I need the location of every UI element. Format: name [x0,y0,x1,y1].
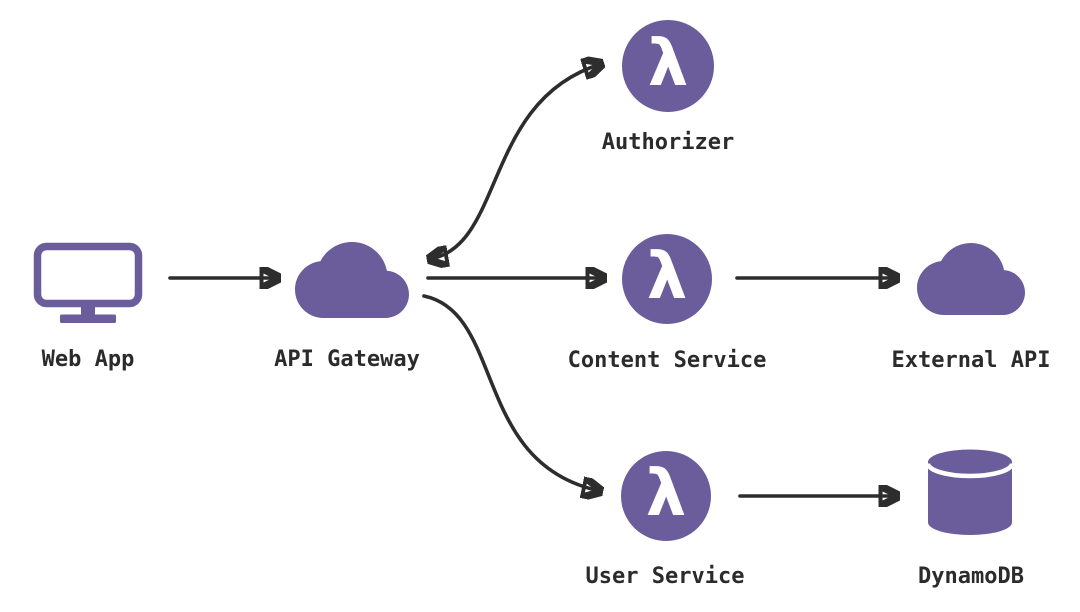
label-web-app: Web App [41,347,135,372]
database-cylinder-icon [925,449,1015,535]
node-api-gateway [295,242,409,322]
node-user-service: λ [621,451,711,541]
edge-apigateway-to-userservice [422,294,600,491]
node-dynamodb [925,449,1015,540]
lambda-icon: λ [646,240,688,314]
cloud-icon [917,243,1025,315]
node-external-api [917,243,1025,319]
edge-apigateway-authorizer-bidirectional [430,64,601,259]
cloud-icon [295,242,409,318]
label-content-service: Content Service [567,348,767,373]
node-web-app [33,242,143,328]
node-authorizer: λ [622,20,714,112]
label-authorizer: Authorizer [601,130,735,155]
lambda-icon: λ [645,457,687,531]
label-dynamodb: DynamoDB [918,564,1024,589]
monitor-icon [33,242,143,323]
label-user-service: User Service [585,564,745,589]
node-content-service: λ [622,234,712,324]
label-external-api: External API [891,348,1051,373]
label-api-gateway: API Gateway [274,347,420,372]
lambda-icon: λ [647,27,689,101]
